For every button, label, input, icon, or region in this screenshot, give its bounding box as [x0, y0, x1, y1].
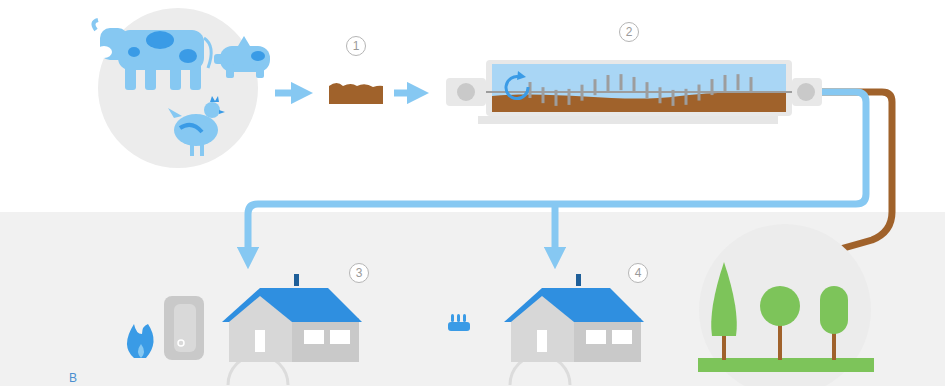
- callout-number: 3: [349, 263, 369, 283]
- stirrer-paddle: [542, 87, 545, 103]
- stirrer-paddle: [750, 77, 753, 93]
- stirrer-paddle: [607, 75, 610, 91]
- stirrer-paddle: [646, 82, 649, 98]
- gas-pipe: [552, 204, 559, 258]
- animals: [93, 8, 270, 168]
- corner-letter: B: [69, 372, 77, 384]
- stirrer-paddle: [724, 75, 727, 91]
- stirrer-paddle: [620, 74, 623, 90]
- callout-number: 1: [346, 36, 366, 56]
- callout-number: 4: [628, 263, 648, 283]
- callout-number: 2: [619, 22, 639, 42]
- stirrer-paddle: [633, 77, 636, 93]
- fields-trees: [698, 224, 874, 386]
- flow-arrow: [275, 90, 302, 97]
- flow-arrow: [394, 90, 418, 97]
- house-electricity: [448, 274, 644, 385]
- stirrer-paddle: [737, 74, 740, 90]
- digester: [446, 60, 822, 124]
- house-heating: [127, 274, 362, 385]
- manure: [329, 83, 383, 104]
- stirrer-paddle: [659, 87, 662, 103]
